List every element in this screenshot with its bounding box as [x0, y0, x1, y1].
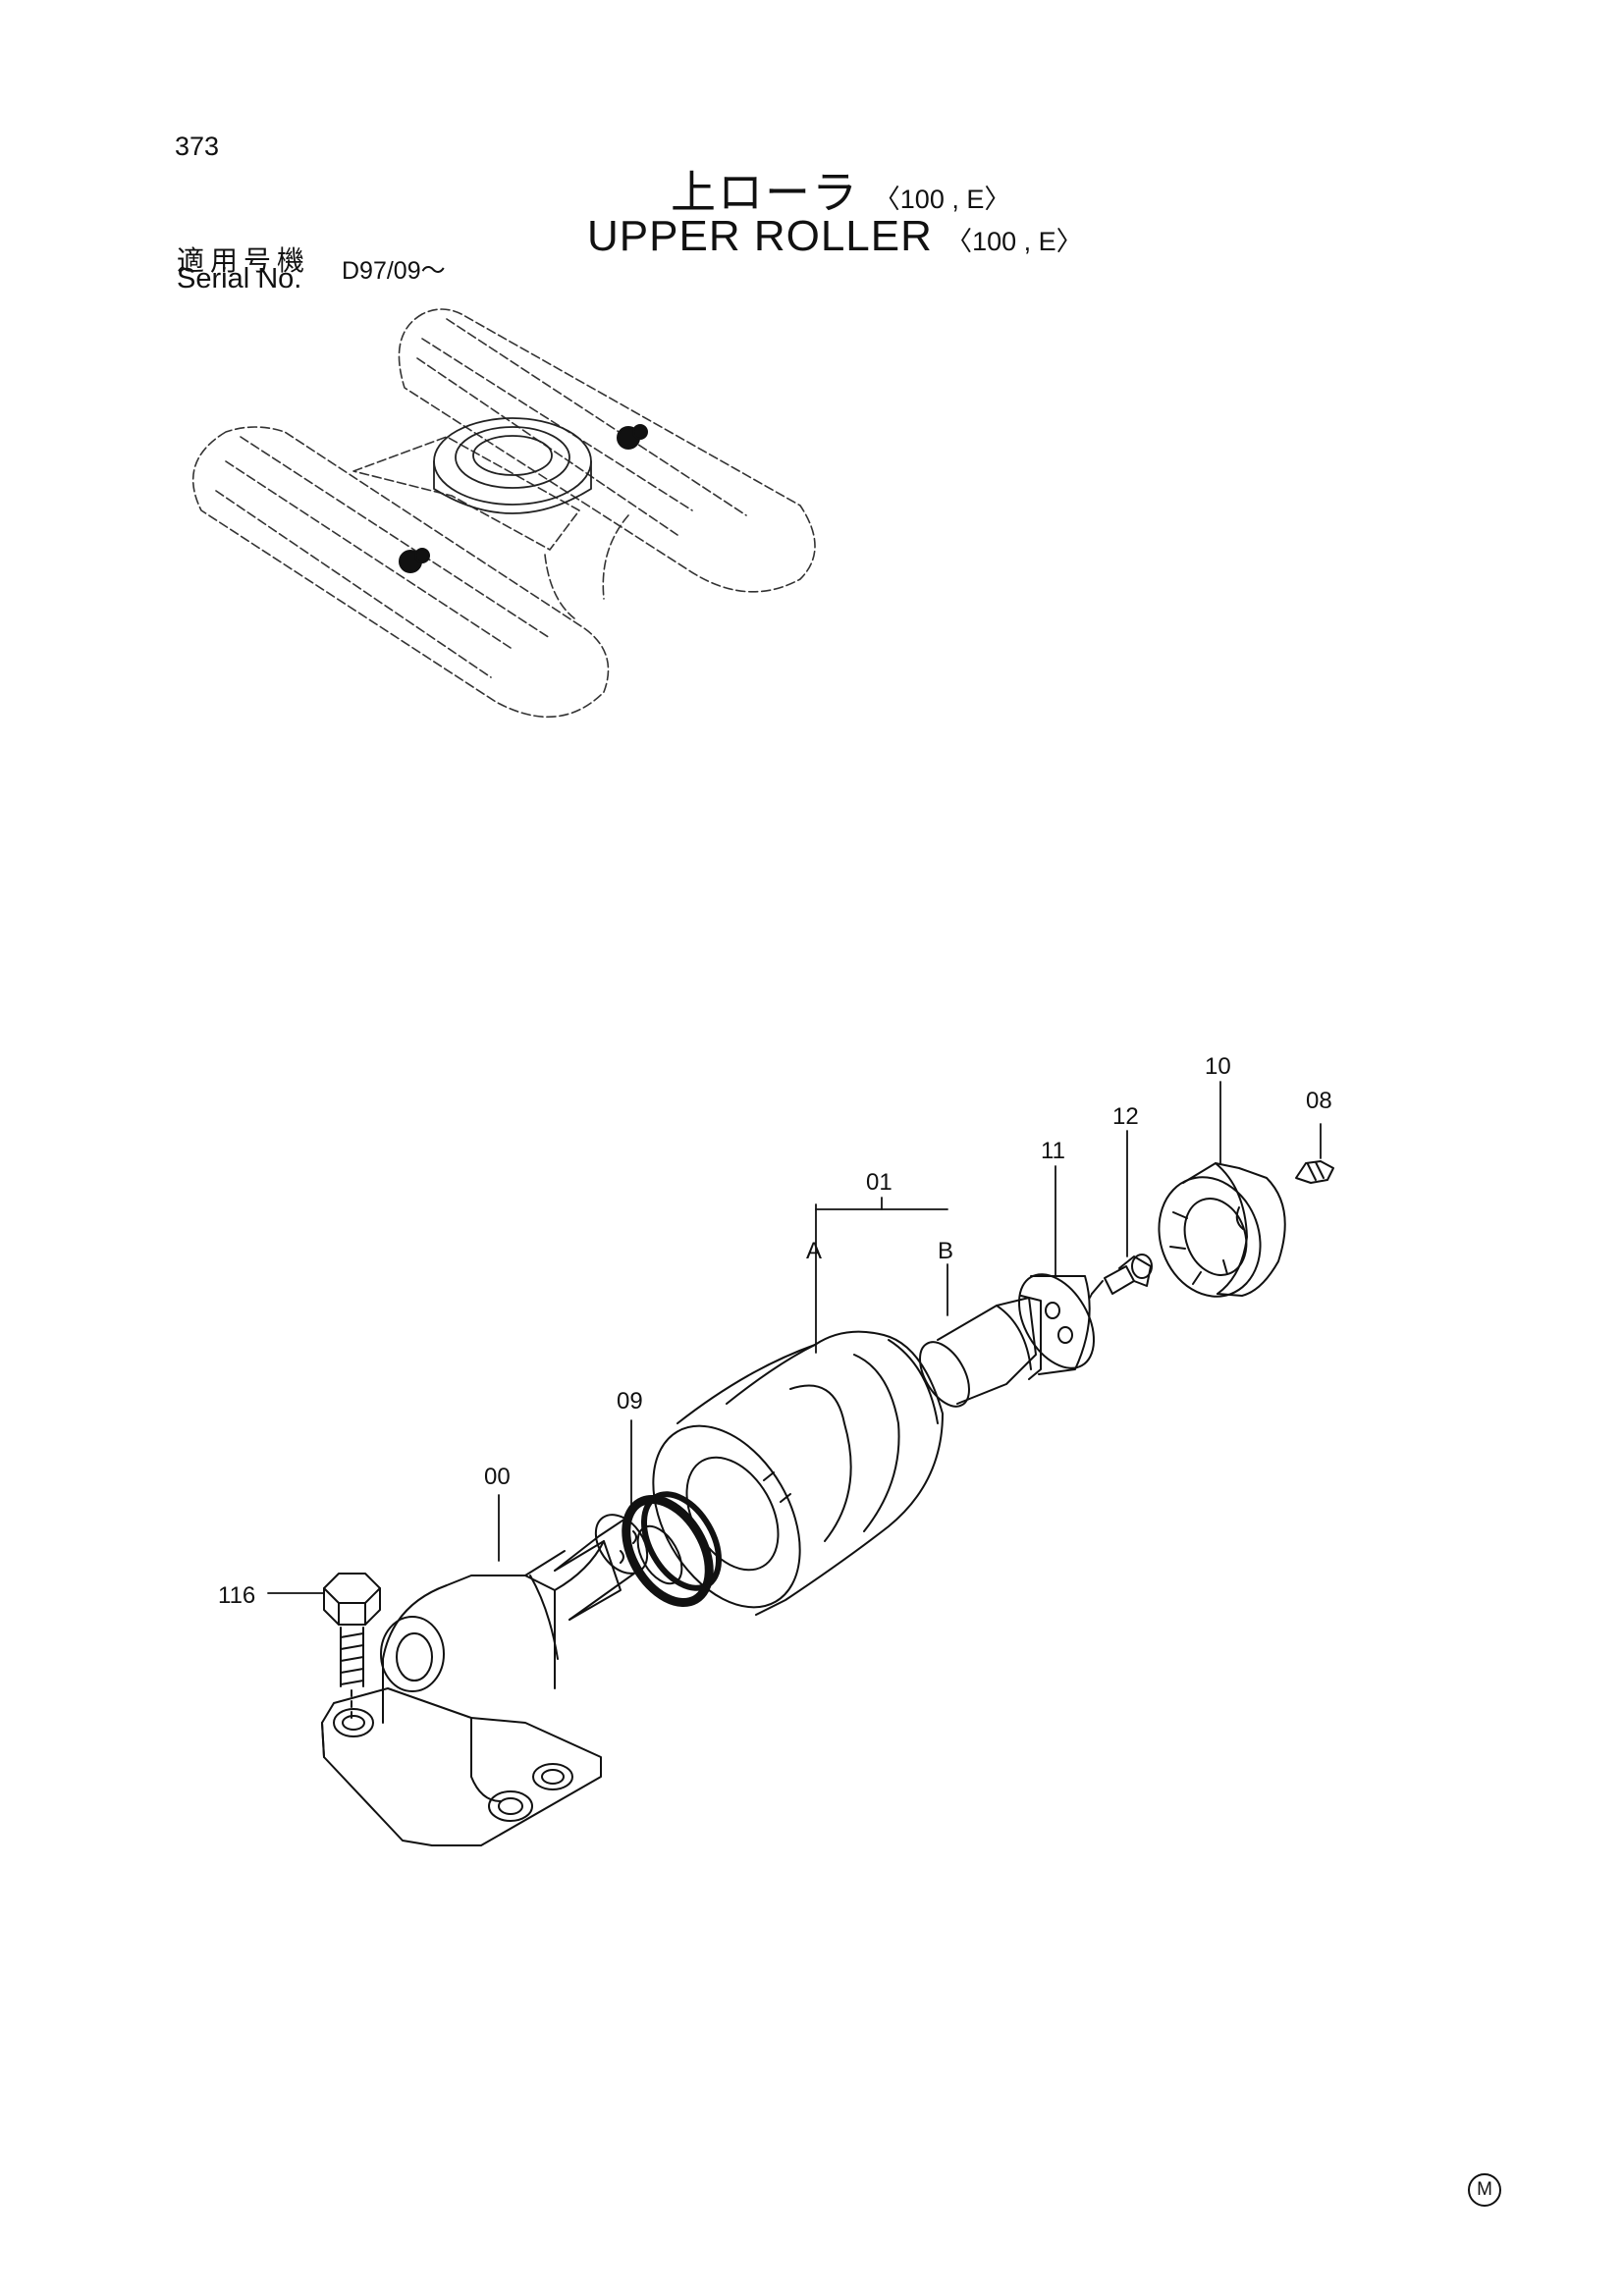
page-title-english: UPPER ROLLER 〈100 , E〉 [587, 212, 1083, 261]
callout-B: B [938, 1238, 953, 1264]
callout-116: 116 [218, 1582, 255, 1609]
callout-00: 00 [484, 1464, 511, 1490]
part-09-floating-seal [622, 1491, 722, 1608]
callout-12: 12 [1112, 1103, 1139, 1130]
part-10-cover [1158, 1162, 1286, 1298]
callout-A: A [806, 1238, 822, 1264]
swing-bearing-overview [433, 417, 592, 514]
part-08-plug [1295, 1160, 1334, 1184]
part-00-shaft-bracket [321, 1514, 649, 1846]
part-01A-roller [652, 1330, 944, 1616]
title-jp-text: 上ローラ [671, 167, 859, 218]
part-11-thrust-plate [1018, 1273, 1095, 1375]
callout-labels: 116 00 09 01 A B 11 12 10 08 [218, 1053, 1332, 1609]
serial-label-english: Serial No. [177, 263, 302, 294]
callout-11: 11 [1041, 1138, 1065, 1164]
serial-label-japanese: 適用号機 [177, 245, 311, 276]
page-number: 373 [175, 132, 220, 161]
upper-roller-overview-markers [399, 424, 648, 573]
leader-lines [267, 1081, 1322, 1594]
title-variant-jp: 〈100 , E〉 [873, 185, 1011, 214]
page-title-japanese: 上ローラ 〈100 , E〉 [671, 157, 1010, 222]
title-variant-en: 〈100 , E〉 [946, 227, 1083, 256]
part-01B-bushing [919, 1295, 1042, 1408]
callout-09: 09 [617, 1388, 643, 1415]
part-12-screw [1091, 1254, 1153, 1295]
part-116-bolt [323, 1573, 381, 1724]
track-frame-overview [191, 308, 816, 719]
callout-08: 08 [1306, 1088, 1332, 1114]
title-en-text: UPPER ROLLER [587, 212, 933, 260]
callout-10: 10 [1205, 1053, 1231, 1080]
callout-01: 01 [866, 1169, 893, 1196]
serial-number-value: D97/09～ [342, 257, 446, 285]
manufacturer-mark: M [1468, 2173, 1501, 2207]
